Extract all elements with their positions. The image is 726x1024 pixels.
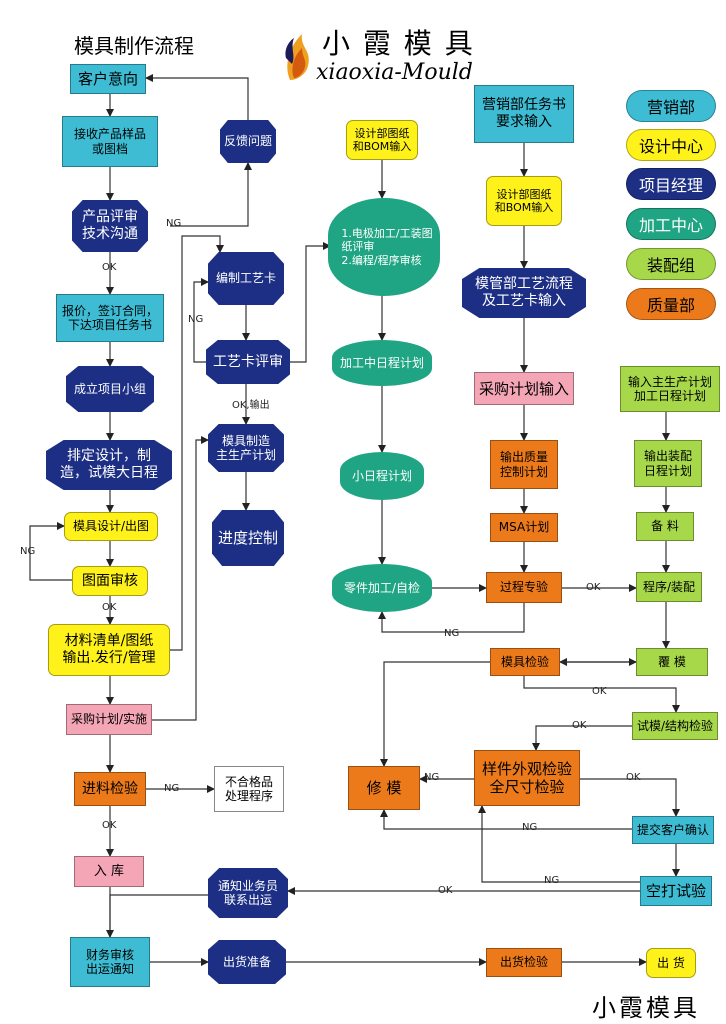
edge-gongyika-bianzhi-ng xyxy=(193,278,209,363)
node-yingxiao: 营销部任务书 要求输入 xyxy=(474,85,574,143)
node-fumo: 覆 模 xyxy=(636,648,708,676)
node-gongyika: 工艺卡评审 xyxy=(206,340,290,384)
node-xiaorc: 小日程计划 xyxy=(340,452,424,500)
node-shimo: 试模/结构检验 xyxy=(632,712,718,740)
legend-item-yingxiao: 营销部 xyxy=(626,90,716,122)
edge-label-ok: OK xyxy=(592,686,607,697)
node-dianji: 1.电极加工/工装图 纸评审 2.编程/程序审核 xyxy=(328,198,440,296)
edge-label-ng: NG xyxy=(188,314,204,325)
legend-item-zhiliang: 质量部 xyxy=(626,288,716,320)
connectors xyxy=(29,74,680,966)
node-fankui: 反馈问题 xyxy=(220,120,276,163)
node-kehu: 客户意向 xyxy=(70,64,146,94)
edge-tongzhi-caiwu xyxy=(106,894,208,938)
node-yangjian: 样件外观检验 全尺寸检验 xyxy=(474,750,580,806)
node-tijiao: 提交客户确认 xyxy=(632,816,714,844)
node-mojujy: 模具检验 xyxy=(490,648,560,676)
node-tumian: 图面审核 xyxy=(72,566,148,596)
node-chengxu: 程序/装配 xyxy=(636,572,702,602)
edge-label-ng: NG xyxy=(522,822,538,833)
page-title: 模具制作流程 xyxy=(74,34,194,58)
edge-cailiao-bianzhi xyxy=(170,235,224,651)
node-buhege: 不合格品 处理程序 xyxy=(214,766,284,812)
node-caiwu: 财务审核 出运通知 xyxy=(70,937,150,987)
node-moguan: 模管部工艺流程 及工艺卡输入 xyxy=(462,268,586,318)
node-beiliao: 备 料 xyxy=(636,512,694,541)
edge-shimo-yangjian xyxy=(532,725,632,751)
brand-name-cn: 小 霞 模 具 xyxy=(322,27,475,60)
node-pingshen: 产品评审 技术沟通 xyxy=(72,200,148,252)
edge-label-ok-out: OK,输出 xyxy=(232,400,270,411)
edge-label-ng: NG xyxy=(544,875,560,886)
node-zhuangpei-rc: 输出装配 日程计划 xyxy=(634,440,702,487)
edge-label-ok: OK xyxy=(572,720,587,731)
edge-fankui-kehu xyxy=(145,74,249,120)
node-chuhuo-zb: 出货准备 xyxy=(208,940,286,984)
node-msa: MSA计划 xyxy=(490,513,558,542)
node-jinliao: 进料检验 xyxy=(74,772,146,806)
brand-name-en: xiaoxia-Mould xyxy=(316,60,473,85)
edge-label-ng: NG xyxy=(164,783,180,794)
edge-label-ok: OK xyxy=(438,885,453,896)
node-shuru: 输入主生产计划 加工日程计划 xyxy=(620,366,720,412)
node-tongzhi: 通知业务员 联系出运 xyxy=(208,868,288,918)
edge-gongyika-dianji xyxy=(290,242,331,363)
node-bom2: 设计部图纸 和BOM输入 xyxy=(486,176,562,226)
node-paiding: 排定设计，制 造，试模大日程 xyxy=(46,440,172,490)
edge-label-ng: NG xyxy=(166,218,182,229)
edge-caigou-zhizao xyxy=(152,436,209,721)
edge-guocheng-lingjian-ng xyxy=(378,603,525,633)
edge-label-ok: OK xyxy=(102,602,117,613)
edge-tijiao-xiumo-ng xyxy=(380,809,632,830)
edge-pingshen-fankui xyxy=(170,162,252,227)
node-caigou: 采购计划/实施 xyxy=(66,704,152,735)
node-lingjian: 零件加工/自检 xyxy=(332,564,432,612)
node-jiagong: 加工中日程计划 xyxy=(332,340,432,386)
node-xiaozu: 成立项目小组 xyxy=(66,366,154,412)
node-zhiliang: 输出质量 控制计划 xyxy=(490,440,558,489)
node-ruku: 入 库 xyxy=(74,856,144,887)
edge-label-ng: NG xyxy=(424,772,440,783)
node-bianzhi: 编制工艺卡 xyxy=(208,252,284,305)
footer-signature: 小霞模具 xyxy=(592,994,700,1022)
node-cailiao: 材料清单/图纸 输出.发行/管理 xyxy=(48,624,170,676)
node-guocheng: 过程专验 xyxy=(486,572,562,603)
flame-logo-icon xyxy=(285,34,309,80)
edge-kongda-yangjian-ng xyxy=(478,805,640,883)
legend-item-sheji: 设计中心 xyxy=(626,129,716,161)
node-bom: 设计部图纸 和BOM输入 xyxy=(346,120,418,160)
edge-label-ok: OK xyxy=(626,772,641,783)
edge-tumian-sheji-ng xyxy=(29,522,72,581)
legend-item-xiangmu: 项目经理 xyxy=(626,168,716,200)
edge-label-ng: NG xyxy=(20,546,36,557)
edge-mojujy-shimo xyxy=(523,676,680,713)
node-zhizao: 模具制造 主生产计划 xyxy=(208,424,284,472)
node-sheji: 模具设计/出图 xyxy=(64,512,158,541)
node-chuhuojy: 出货检验 xyxy=(486,948,562,977)
node-baojia: 报价，签订合同， 下达项目任务书 xyxy=(56,294,164,342)
edge-label-ok: OK xyxy=(102,262,117,273)
edge-label-ok: OK xyxy=(102,820,117,831)
node-kongda: 空打试验 xyxy=(640,876,712,906)
edge-label-ok: OK xyxy=(586,582,601,593)
edge-yangjian-tijiao xyxy=(580,778,680,817)
node-chuhuo: 出 货 xyxy=(646,948,696,978)
edge-mojujy-xiumo xyxy=(380,661,490,767)
node-jindu: 进度控制 xyxy=(212,510,284,566)
node-jieshou: 接收产品样品 或图档 xyxy=(62,116,158,167)
node-caigou2: 采购计划输入 xyxy=(474,372,574,405)
legend-item-zhuangpei: 装配组 xyxy=(626,248,716,280)
node-xiumo: 修 模 xyxy=(348,766,420,810)
edge-label-ng: NG xyxy=(444,628,460,639)
legend-item-jiagong: 加工中心 xyxy=(626,208,716,240)
brand-logo xyxy=(282,28,322,84)
